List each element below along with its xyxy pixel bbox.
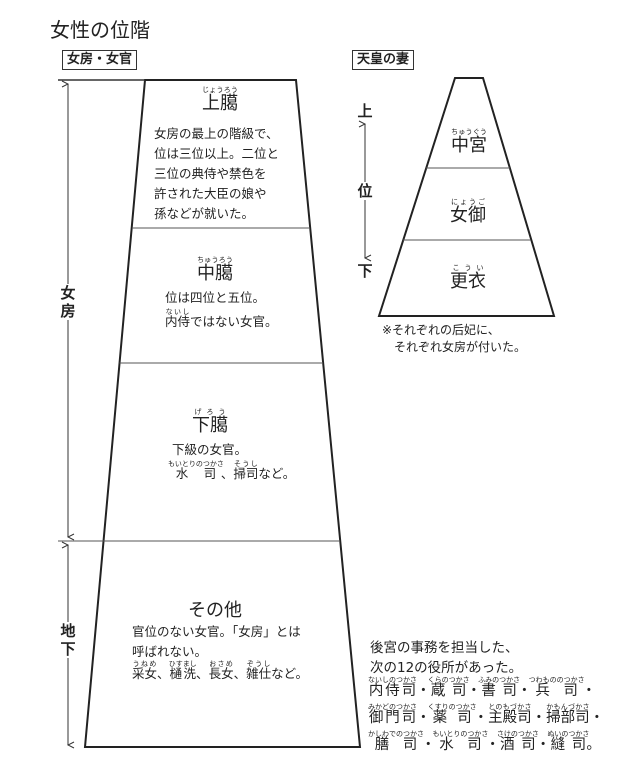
other-examples: 采女うねめ、樋洗ひすまし、長女おさめ、雑仕ぞうしなど。: [132, 660, 308, 684]
office-name: 水司もいとりのつかさ: [432, 730, 489, 753]
office-name: 酒司さけのつかさ: [496, 730, 539, 753]
office-name: 膳司かしわでのつかさ: [368, 730, 424, 753]
nyobo-nyokan-label: 女房・女官: [62, 50, 138, 70]
rank-trapezoid: [83, 79, 362, 748]
office-name: 掃部司かもんづかさ: [546, 703, 590, 726]
koi-label: 更衣こうい: [450, 264, 486, 292]
punctuation: ・: [421, 737, 436, 753]
office-name: 内侍司ないしのつかさ: [368, 676, 417, 699]
other-heading: その他: [188, 600, 242, 621]
office-row: 御門司みかどのつかさ・薬司くすりのつかさ・主殿司とのもづかさ・掃部司かもんづかさ…: [368, 703, 604, 730]
punctuation: ・: [517, 683, 532, 699]
page-title: 女性の位階: [50, 18, 150, 42]
office-name: 御門司みかどのつかさ: [368, 703, 417, 726]
office-name: 兵司つわもののつかさ: [528, 676, 585, 699]
punctuation: 、: [196, 666, 209, 681]
jige-axis-label: 地下: [59, 622, 77, 658]
punctuation: 、: [157, 666, 170, 681]
churo-description-2: 内侍ないしではない女官。: [165, 308, 278, 329]
punctuation: ・: [473, 710, 489, 726]
punctuation: 。: [586, 737, 601, 753]
joro-description: 女房の最上の階級で、 位は三位以上。二位と 三位の典侍や禁色を 許された大臣の娘…: [154, 126, 280, 221]
other-example: 采女うねめ: [132, 660, 158, 681]
axis-top: 上: [356, 102, 374, 120]
chugu-label: 中宮ちゅうぐう: [451, 128, 487, 156]
punctuation: ・: [535, 737, 551, 753]
office-name: 蔵司くらのつかさ: [427, 676, 470, 699]
axis-middle: 位: [356, 182, 374, 200]
other-example: 長女おさめ: [208, 660, 234, 681]
punctuation: ・: [416, 683, 431, 699]
punctuation: ・: [589, 710, 605, 726]
office-row: 膳司かしわでのつかさ・水司もいとりのつかさ・酒司さけのつかさ・縫司ぬいのつかさ。: [368, 730, 604, 757]
punctuation: ・: [466, 683, 482, 699]
axis-bottom: 下: [356, 262, 374, 280]
punctuation: ・: [531, 710, 547, 726]
punctuation: ・: [416, 710, 431, 726]
office-name: 縫司ぬいのつかさ: [547, 730, 590, 753]
joro-heading: 上臈じょうろう: [202, 86, 238, 114]
office-name: 主殿司とのもづかさ: [488, 703, 532, 726]
gero-description-1: 下級の女官。: [172, 442, 248, 457]
office-name: 薬司くすりのつかさ: [427, 703, 477, 726]
nyobo-axis-label: 女房: [59, 284, 77, 320]
consort-pyramid: [377, 77, 556, 317]
gero-heading: 下臈げろう: [192, 408, 228, 436]
office-row: 内侍司ないしのつかさ・蔵司くらのつかさ・書司ふみのつかさ・兵司つわもののつかさ・: [368, 676, 604, 703]
nyogo-label: 女御にょうご: [450, 198, 486, 226]
punctuation: 、: [233, 666, 247, 681]
offices-intro: 後宮の事務を担当した、 次の12の役所があった。: [370, 640, 523, 676]
consort-note: ※それぞれの后妃に、 それぞれ女房が付いた。: [382, 323, 527, 354]
other-example: 樋洗ひすまし: [168, 660, 197, 681]
churo-description-1: 位は四位と五位。: [165, 290, 266, 305]
churo-heading: 中臈ちゅうろう: [197, 256, 233, 284]
other-description: 官位のない女官。「女房」とは 呼ばれない。: [132, 624, 301, 659]
offices-list: 内侍司ないしのつかさ・蔵司くらのつかさ・書司ふみのつかさ・兵司つわもののつかさ・…: [368, 676, 604, 757]
office-name: 書司ふみのつかさ: [478, 676, 521, 699]
gero-description-2: 水司もいとりのつかさ、掃司そうしなど。: [168, 460, 296, 481]
punctuation: など。: [271, 666, 308, 681]
consorts-label: 天皇の妻: [352, 50, 415, 70]
other-example: 雑仕ぞうし: [246, 660, 272, 681]
punctuation: ・: [581, 683, 597, 699]
punctuation: ・: [485, 737, 500, 753]
